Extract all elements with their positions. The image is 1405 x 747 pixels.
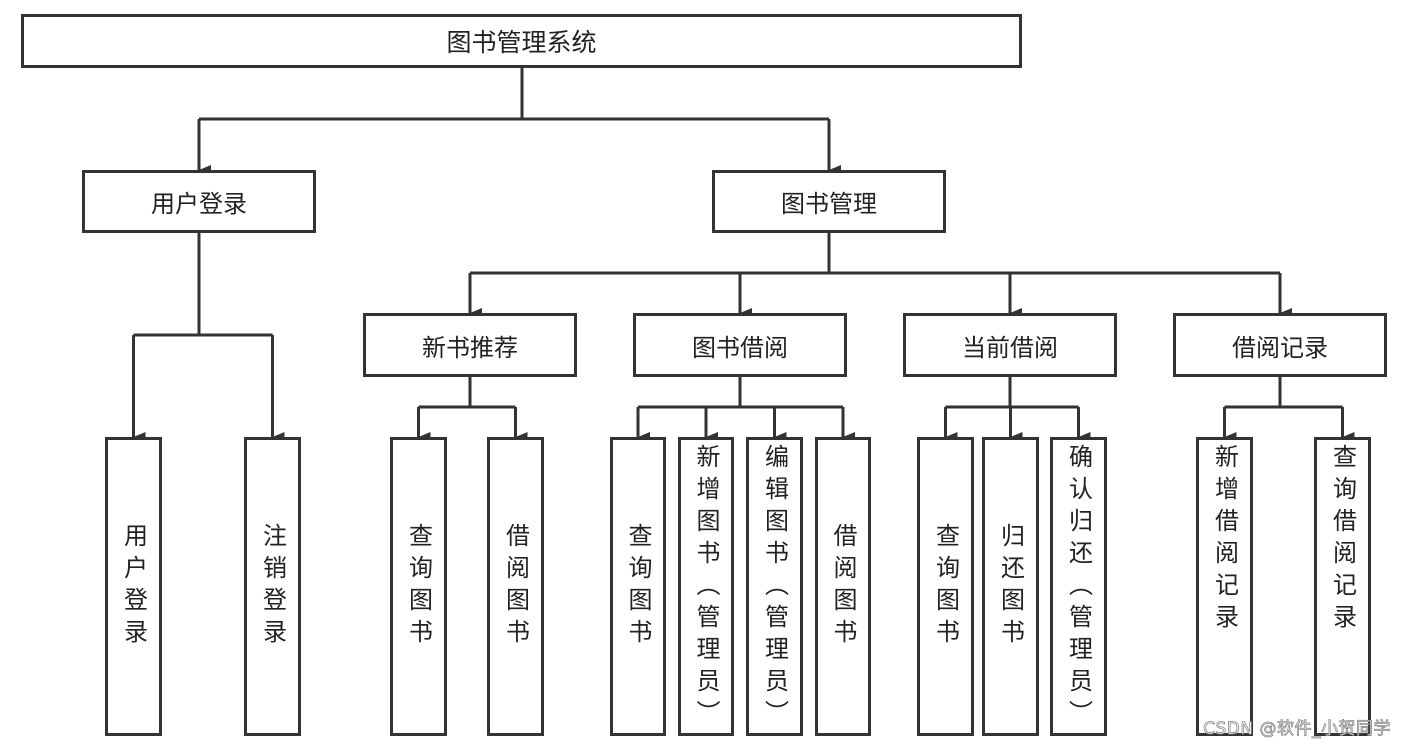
node-box: 借阅记录 [1173, 313, 1387, 377]
node-label: 查询图书 [931, 522, 960, 651]
watermark: CSDN @软件_小贺同学 [1203, 719, 1391, 740]
node-label: 注销登录 [258, 522, 287, 651]
node-label: 查询图书 [624, 522, 652, 651]
node-box: 注销登录 [244, 437, 301, 736]
node-box: 用户登录 [82, 170, 316, 233]
node-box: 确认归还（管理员） [1050, 437, 1107, 736]
node-box: 新书推荐 [363, 313, 577, 377]
node-box: 新增图书（管理员） [678, 437, 734, 736]
node-box: 编辑图书（管理员） [746, 437, 803, 736]
node-box: 新增借阅记录 [1196, 437, 1253, 736]
node-box: 查询借阅记录 [1314, 437, 1371, 736]
node-label: 新书推荐 [422, 333, 518, 362]
node-label: 查询图书 [404, 522, 433, 651]
node-label: 借阅记录 [1232, 333, 1328, 362]
node-box: 图书管理 [712, 170, 946, 233]
node-label: 编辑图书（管理员） [760, 444, 789, 732]
node-label: 新增图书（管理员） [692, 444, 720, 732]
node-box: 用户登录 [105, 437, 162, 736]
node-label: 用户登录 [151, 190, 247, 218]
node-box: 当前借阅 [903, 313, 1117, 377]
node-label: 用户登录 [119, 522, 148, 651]
node-label: 图书管理系统 [446, 28, 597, 57]
node-box: 查询图书 [390, 437, 447, 736]
node-label: 图书借阅 [692, 333, 788, 362]
node-label: 借阅图书 [829, 522, 857, 651]
node-box: 借阅图书 [487, 437, 544, 736]
node-box: 查询图书 [917, 437, 974, 736]
node-box: 图书管理系统 [21, 14, 1022, 68]
node-box: 图书借阅 [633, 313, 847, 377]
node-label: 查询借阅记录 [1328, 444, 1357, 636]
node-box: 借阅图书 [815, 437, 871, 736]
node-label: 图书管理 [781, 190, 877, 218]
node-box: 归还图书 [982, 437, 1039, 736]
node-label: 归还图书 [996, 522, 1025, 651]
node-label: 当前借阅 [962, 333, 1058, 362]
node-label: 借阅图书 [501, 522, 530, 651]
node-label: 确认归还（管理员） [1064, 444, 1093, 732]
node-label: 新增借阅记录 [1210, 444, 1239, 636]
node-box: 查询图书 [610, 437, 666, 736]
